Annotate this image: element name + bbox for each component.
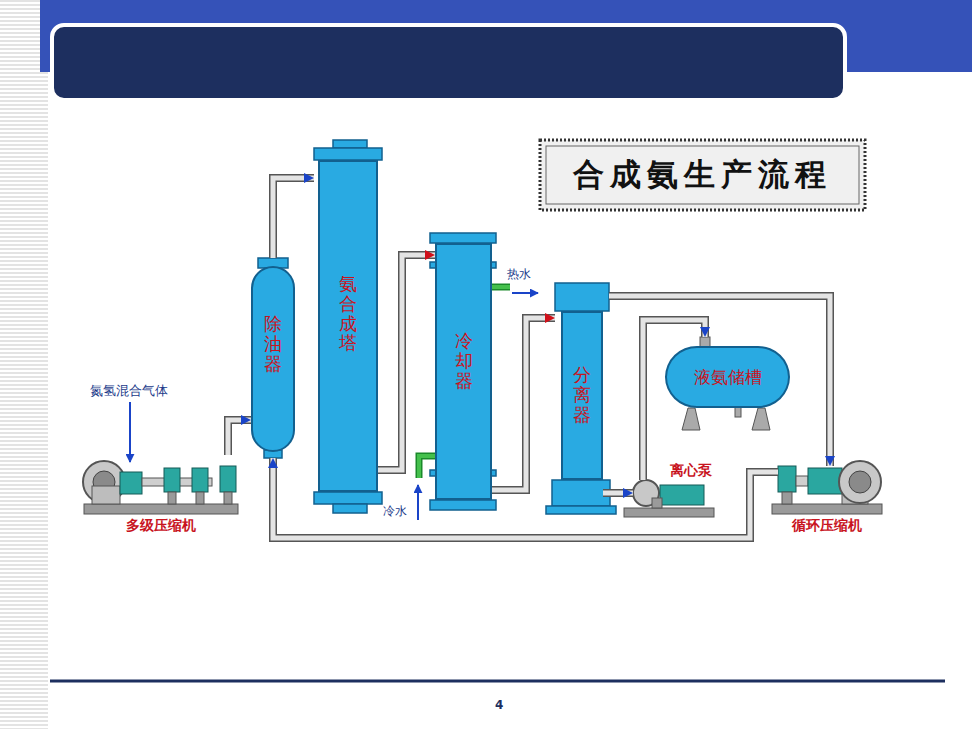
drawing-part [772,504,882,514]
pipe-outline [609,296,830,466]
drawing-part [778,466,796,492]
drawing-part [333,504,367,513]
oil-separator: 除油器 [251,266,295,452]
flow-arrow [609,296,830,466]
drawing-part [333,140,367,148]
compressor: 循环压缩机 [772,455,882,541]
equipment-label: 多级压缩机 [126,517,196,535]
drawing-part [0,0,48,729]
drawing-part [430,233,496,243]
drawing-part [196,492,204,504]
water-label: 热水 [507,266,531,283]
drawing-part [419,456,435,478]
drawing-part [419,456,435,478]
drawing-part [314,492,382,504]
drawing-part [129,402,131,462]
pipe-outline [603,489,633,497]
gas-inlet-label: 氮氢混合气体 [90,382,168,400]
drawing-part [52,25,845,100]
drawing-part [546,506,616,514]
equipment-label: 液氨储槽 [694,366,762,389]
flow-arrow [273,178,314,258]
pipe [603,491,633,496]
pump-drawing [624,480,714,517]
flow-arrow [603,493,633,494]
drawing-part [220,466,236,492]
drawing-part [50,680,945,683]
drawing-part [168,492,176,504]
page-number: 4 [495,698,503,712]
drawing-part [752,408,770,430]
flow-arrow [492,318,555,490]
pipe-outline [378,255,435,470]
vessel-label: 冷却器 [455,331,473,390]
drawing-part [492,284,510,291]
liquid-ammonia-tank: 液氨储槽 [665,346,790,408]
pipe-outline [228,420,251,455]
drawing-part [192,468,208,492]
drawing-part [417,485,419,520]
vessel-label: 氨合成塔 [339,274,357,353]
vessel-label: 分离器 [573,365,591,424]
drawing-part [164,468,180,492]
drawing-part [224,492,232,504]
drawing-part [652,498,662,508]
drawing-part [430,500,496,510]
pipe [492,318,555,490]
drawing-part [735,407,741,417]
drawing-part [314,148,382,160]
pipe-connector [273,178,314,258]
centrifugal-pump: 离心泵 [620,462,716,518]
equipment-label: 循环压缩机 [792,517,862,535]
separator: 分离器 [561,311,603,480]
diagram-title: 合成氨生产流程 [540,140,865,210]
drawing-part [782,492,792,504]
drawing-part [839,461,881,503]
pipe-connector [378,255,435,470]
pipe-connector [228,420,251,455]
drawing-part [552,480,610,506]
equipment-label: 离心泵 [670,462,712,480]
compressor-drawing [83,461,238,514]
drawing-part [808,468,842,494]
drawing-part [540,140,865,210]
vessel-label: 除油器 [264,314,282,373]
pipe [609,296,830,466]
pipe-connector [492,318,555,490]
title-frame [540,140,865,210]
drawing-part [555,283,609,311]
compressor: 多级压缩机 [82,455,240,541]
drawing-part [512,292,538,294]
pipe-connector [603,493,633,494]
pipe-outline [273,178,314,258]
vessel-details [258,140,616,514]
drawing-part [849,471,871,493]
pipe [378,255,435,470]
flow-arrow [228,420,251,455]
compressor-drawing [772,461,882,514]
cooler: 冷却器 [435,243,492,500]
drawing-part [624,508,714,517]
drawing-part [120,472,142,494]
pipe [273,178,314,258]
flow-arrow [378,255,435,470]
drawing-part [492,285,510,289]
drawing-part [660,485,704,505]
synthesis-tower: 氨合成塔 [318,160,378,492]
drawing-part [796,476,808,486]
water-label: 冷水 [383,503,407,520]
drawing-part [83,461,125,503]
drawing-part [84,504,238,514]
pipe [228,420,251,455]
pipe-connector [609,296,830,466]
pipe-outline [492,318,555,490]
drawing-part [92,486,120,504]
drawing-part [682,408,700,430]
